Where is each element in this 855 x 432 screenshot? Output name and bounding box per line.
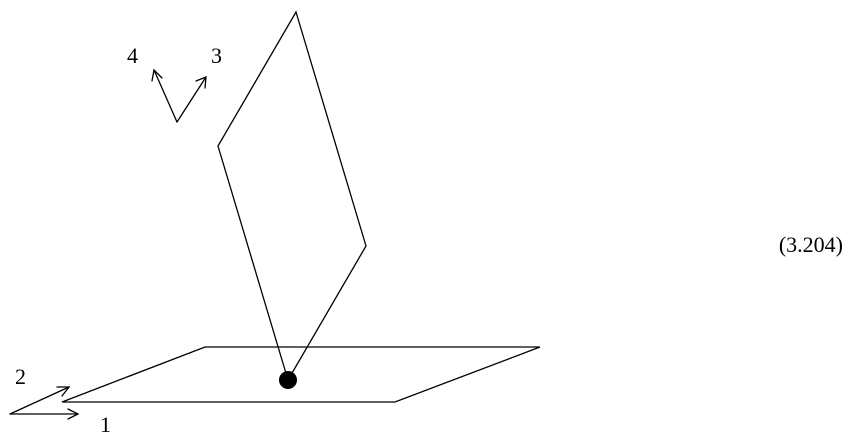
arrow-1-head xyxy=(67,408,80,420)
direction-label-4: 4 xyxy=(127,43,138,68)
arrow-4-head xyxy=(151,68,163,82)
lower-sheet xyxy=(61,346,541,403)
arrow-3-head xyxy=(195,76,207,89)
direction-arrows-3-4 xyxy=(151,68,207,123)
junction-point xyxy=(279,371,297,389)
arrow-2-head xyxy=(56,386,71,397)
equation-number: (3.204) xyxy=(779,232,843,257)
direction-arrows-1-2 xyxy=(9,386,80,420)
arrow-2-shaft xyxy=(9,386,70,415)
upper-sheet xyxy=(217,10,367,382)
arrow-3-shaft xyxy=(176,76,207,123)
arrow-4-shaft xyxy=(153,69,178,123)
direction-label-1: 1 xyxy=(100,412,111,432)
direction-label-3: 3 xyxy=(211,43,222,68)
direction-label-2: 2 xyxy=(15,364,26,389)
